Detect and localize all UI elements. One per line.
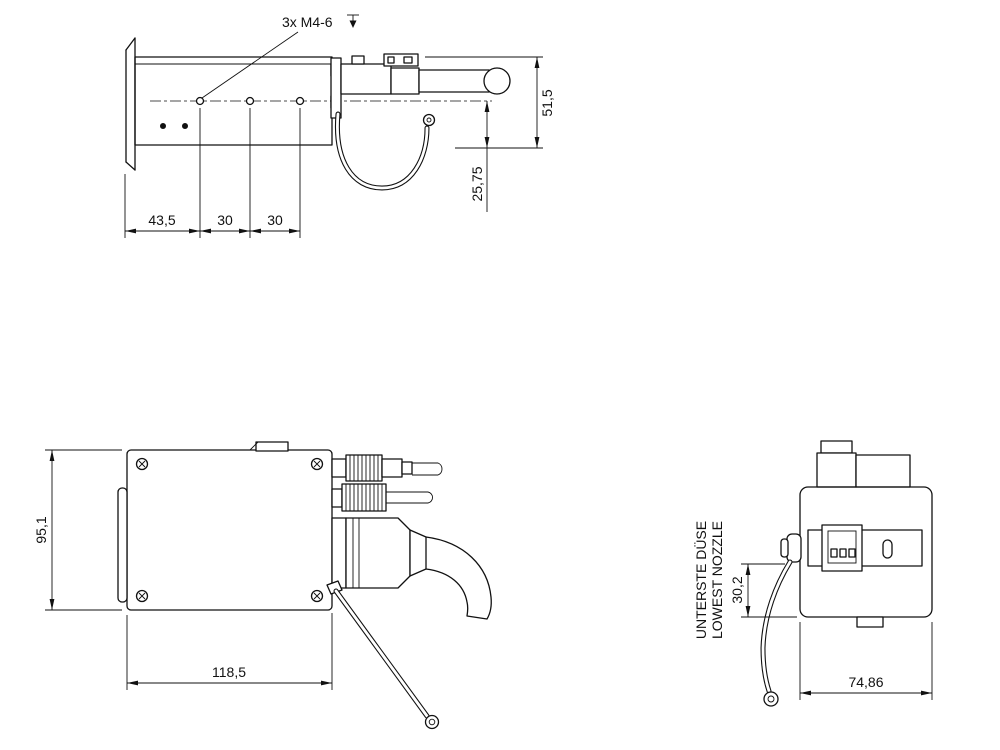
dimension-front-width: 118,5: [126, 613, 333, 690]
view-top: 3x M4-6 51,5 25,75: [124, 14, 555, 238]
ring-terminal-icon: [763, 691, 779, 707]
screw-icon: [310, 457, 324, 471]
thread-callout: 3x M4-6: [201, 14, 359, 99]
fastener-dots: [160, 123, 188, 129]
ring-terminal-icon: [424, 714, 440, 730]
dimension-front-height: 95,1: [33, 449, 122, 611]
dim-text-118-5: 118,5: [212, 664, 246, 680]
ground-cable-side: [760, 559, 793, 707]
dim-text-30-a: 30: [217, 212, 233, 228]
view-side: UNTERSTE DÜSE LOWEST NOZZLE 30,2 74,86: [692, 440, 933, 707]
dimension-nozzle-height: 30,2: [729, 563, 797, 618]
thread-holes: [195, 96, 305, 106]
screw-icon: [310, 589, 324, 603]
screw-icon: [135, 589, 149, 603]
dimension-overall-height: 51,5: [425, 56, 555, 149]
ring-terminal-icon: [422, 113, 436, 127]
probe-ball: [483, 67, 511, 95]
dim-text-30-2: 30,2: [729, 576, 745, 603]
dim-text-25-75: 25,75: [469, 166, 485, 201]
middle-connector: [331, 483, 433, 512]
thick-cable: [425, 536, 492, 620]
dsub-connector: [331, 517, 492, 620]
callout-leader-line: [201, 31, 299, 99]
mounting-flange: [125, 37, 136, 171]
screw-icon: [135, 457, 149, 471]
dim-text-30-b: 30: [267, 212, 283, 228]
top-lug: [255, 441, 289, 452]
dim-text-95-1: 95,1: [33, 516, 49, 543]
dim-text-43-5: 43,5: [148, 212, 175, 228]
slot-hole: [882, 539, 893, 559]
dimension-side-width: 74,86: [799, 622, 933, 700]
view-front: 95,1 118,5: [33, 441, 492, 730]
nozzle-label-de: UNTERSTE DÜSE: [692, 521, 709, 639]
dimension-hole-pitch: 43,5 30 30: [124, 108, 301, 238]
nozzle-label-en: LOWEST NOZZLE: [709, 521, 725, 639]
ground-cable-front: [326, 580, 440, 730]
upper-plug: [331, 454, 443, 482]
side-rail: [807, 524, 923, 572]
dim-text-74-86: 74,86: [848, 674, 883, 690]
corner-screws: [135, 457, 324, 603]
nozzle-label: UNTERSTE DÜSE LOWEST NOZZLE: [692, 521, 725, 639]
thread-depth-icon: [347, 14, 359, 28]
dim-text-51-5: 51,5: [539, 89, 555, 116]
side-plate: [117, 487, 128, 603]
dimension-axis-height: 25,75: [469, 101, 490, 212]
front-body-outline: [117, 441, 333, 611]
thread-callout-text: 3x M4-6: [282, 14, 333, 30]
bottom-tab: [856, 616, 884, 628]
sensor-assembly: [330, 53, 511, 119]
side-top-connectors: [816, 440, 911, 488]
ground-cable-top: [334, 111, 436, 191]
lowest-nozzle: [780, 533, 802, 563]
